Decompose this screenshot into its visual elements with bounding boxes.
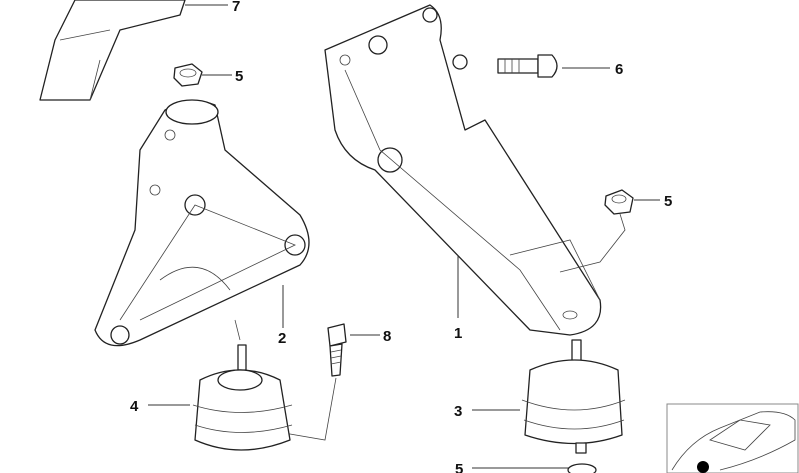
callout-8: 8 <box>383 328 391 345</box>
callout-5c: 5 <box>455 461 463 473</box>
part-7-bracket[interactable] <box>39 0 186 101</box>
part-5-nut[interactable] <box>173 63 203 87</box>
part-1-engine-support[interactable] <box>324 4 602 336</box>
callout-5b: 5 <box>664 193 672 210</box>
callout-1: 1 <box>454 325 462 342</box>
callout-6: 6 <box>615 61 623 78</box>
callout-5a: 5 <box>235 68 243 85</box>
part-6-bolt[interactable] <box>497 54 558 78</box>
callout-7: 7 <box>232 0 240 15</box>
part-4-engine-mount[interactable] <box>192 344 293 451</box>
car-location-icon <box>671 411 796 473</box>
part-5-nut-right[interactable] <box>604 189 634 215</box>
part-8-stud-bolt[interactable] <box>327 323 347 377</box>
callout-3: 3 <box>454 403 462 420</box>
car-location-thumbnail[interactable] <box>666 403 799 473</box>
callout-4: 4 <box>130 398 139 415</box>
part-2-engine-support[interactable] <box>94 99 310 347</box>
callout-2: 2 <box>278 330 286 347</box>
part-3-engine-mount[interactable] <box>521 339 626 473</box>
